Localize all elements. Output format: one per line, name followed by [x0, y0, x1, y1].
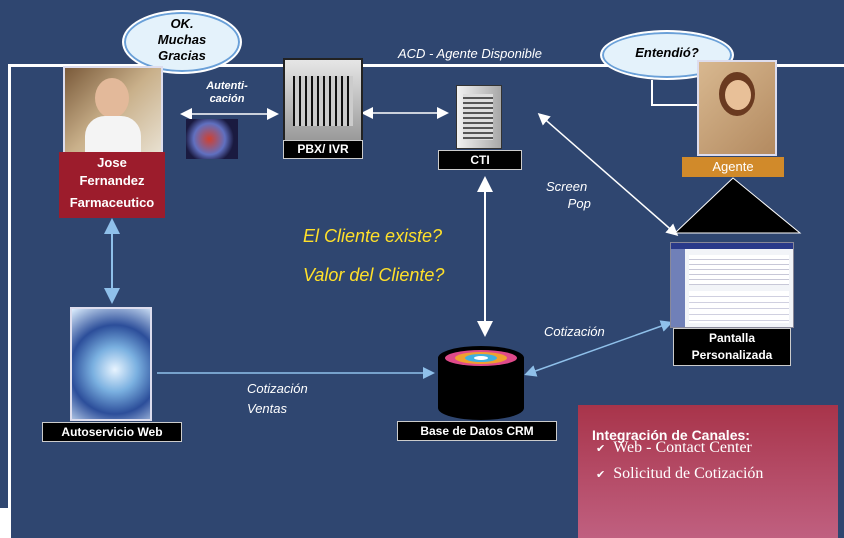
- crm-label: Base de Datos CRM: [397, 421, 557, 441]
- agente-triangle: [673, 177, 802, 234]
- agente-photo: [697, 60, 777, 156]
- frame-corner: [0, 508, 11, 538]
- question-valor-cliente: Valor del Cliente?: [303, 265, 445, 285]
- check-icon: ✔: [596, 468, 606, 481]
- customer-role: Farmaceutico: [69, 195, 155, 210]
- cliente-speech-cloud: OK. Muchas Gracias: [122, 10, 242, 74]
- acd-label: ACD - Agente Disponible: [398, 46, 543, 61]
- pbx-label: PBX/ IVR: [283, 140, 363, 159]
- authentication-icon: [186, 119, 238, 159]
- customer-name: Jose Fernandez: [79, 155, 145, 188]
- check-icon: ✔: [596, 442, 606, 455]
- crm-pantalla-arrow: [524, 320, 673, 377]
- customer-box: Jose Fernandez Farmaceutico: [59, 152, 165, 218]
- cotizacion-label: Cotización: [544, 324, 605, 339]
- cti-label: CTI: [438, 150, 522, 170]
- cti-server-icon: [456, 85, 502, 149]
- autenticacion-label: Autenti- cación: [206, 80, 248, 105]
- integracion-item: ✔Solicitud de Cotización: [596, 465, 764, 482]
- screen-pop-label: Screen Pop: [546, 179, 591, 211]
- integracion-title: Integración de Canales:: [592, 427, 750, 443]
- integracion-panel: Integración de Canales: ✔Web - Contact C…: [578, 405, 838, 538]
- customer-photo: [63, 66, 163, 154]
- autoservicio-label: Autoservicio Web: [42, 422, 182, 442]
- agente-bracket: [651, 80, 700, 106]
- screen-pop-arrow: [537, 113, 679, 236]
- crm-database-icon: [438, 346, 524, 420]
- cotizacion-ventas-label: Cotización Ventas: [247, 381, 308, 416]
- pbx-server-icon: [283, 58, 363, 142]
- integracion-item: ✔Web - Contact Center: [596, 439, 752, 456]
- pantalla-screenshot: [670, 242, 794, 328]
- agente-label: Agente: [682, 157, 784, 177]
- pantalla-label: Pantalla Personalizada: [673, 328, 791, 366]
- question-cliente-existe: El Cliente existe?: [303, 226, 443, 246]
- autoservicio-web-icon: [70, 307, 152, 421]
